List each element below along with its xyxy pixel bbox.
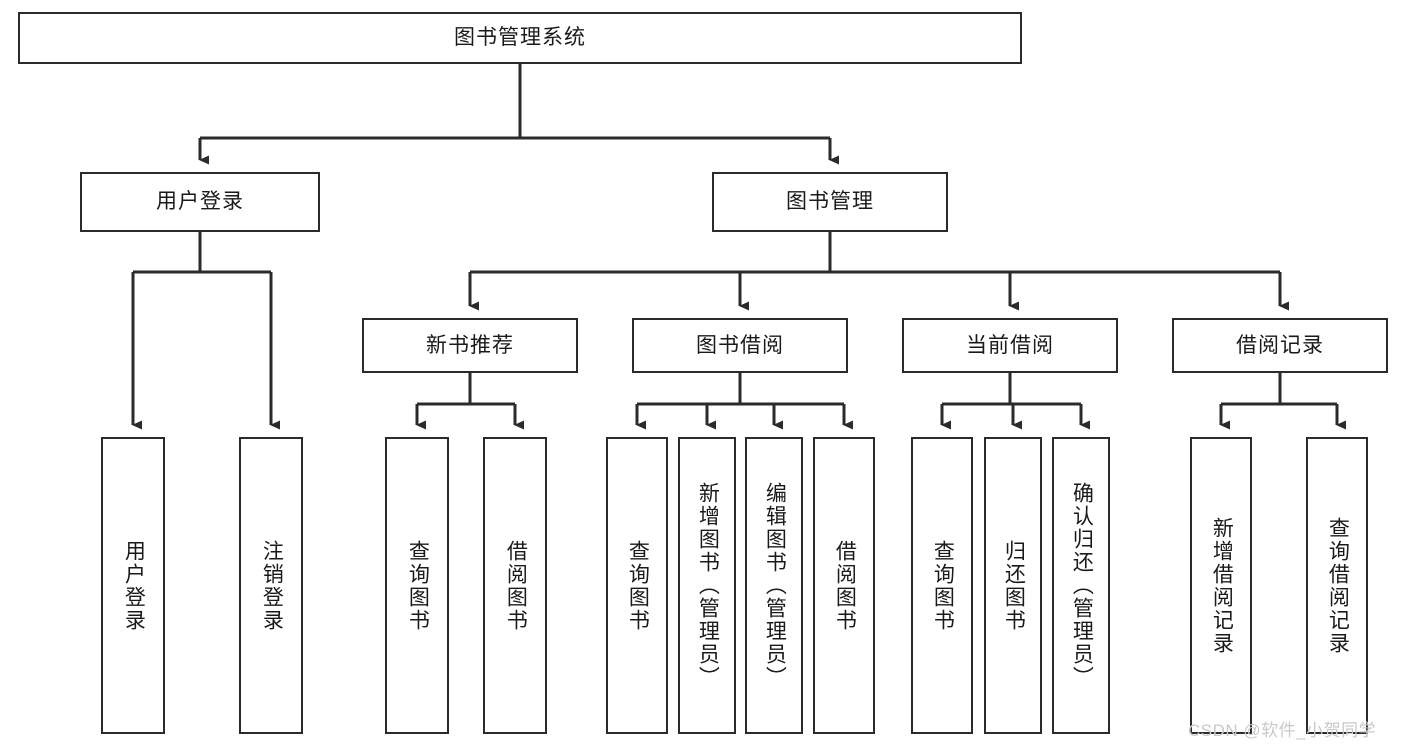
node-leaf-add-record[interactable]: 新增借阅记录 xyxy=(1190,437,1252,734)
node-leaf-query-book-3-label: 查询图书 xyxy=(931,539,955,632)
node-leaf-query-book-2[interactable]: 查询图书 xyxy=(606,437,668,734)
node-leaf-add-record-label: 新增借阅记录 xyxy=(1210,516,1234,655)
node-leaf-return-book[interactable]: 归还图书 xyxy=(984,437,1042,734)
csdn-watermark: CSDN @软件_小贺同学 xyxy=(1188,721,1377,740)
node-leaf-edit-book[interactable]: 编辑图书（管理员） xyxy=(745,437,803,734)
node-leaf-add-book-label: 新增图书（管理员） xyxy=(696,482,720,689)
node-borrow-records-label: 借阅记录 xyxy=(1236,333,1324,357)
node-root-label: 图书管理系统 xyxy=(454,26,586,50)
node-leaf-query-record[interactable]: 查询借阅记录 xyxy=(1306,437,1368,734)
node-book-borrow[interactable]: 图书借阅 xyxy=(632,318,848,373)
node-current-borrow[interactable]: 当前借阅 xyxy=(902,318,1118,373)
node-leaf-confirm-return[interactable]: 确认归还（管理员） xyxy=(1052,437,1110,734)
node-leaf-edit-book-label: 编辑图书（管理员） xyxy=(763,482,787,689)
node-leaf-borrow-book-1-label: 借阅图书 xyxy=(504,539,528,632)
node-user-login[interactable]: 用户登录 xyxy=(80,172,320,232)
node-current-borrow-label: 当前借阅 xyxy=(966,333,1054,357)
node-leaf-query-book-1-label: 查询图书 xyxy=(406,539,430,632)
node-leaf-query-book-1[interactable]: 查询图书 xyxy=(385,437,449,734)
node-leaf-add-book[interactable]: 新增图书（管理员） xyxy=(678,437,736,734)
node-new-book-recommend[interactable]: 新书推荐 xyxy=(362,318,578,373)
node-leaf-return-book-label: 归还图书 xyxy=(1002,539,1026,632)
node-leaf-user-login-label: 用户登录 xyxy=(122,539,146,632)
node-leaf-borrow-book-1[interactable]: 借阅图书 xyxy=(483,437,547,734)
node-book-management-label: 图书管理 xyxy=(786,190,874,214)
node-leaf-query-record-label: 查询借阅记录 xyxy=(1326,516,1350,655)
node-borrow-records[interactable]: 借阅记录 xyxy=(1172,318,1388,373)
node-new-book-recommend-label: 新书推荐 xyxy=(426,333,514,357)
node-user-login-label: 用户登录 xyxy=(156,190,244,214)
node-leaf-confirm-return-label: 确认归还（管理员） xyxy=(1070,482,1094,689)
node-leaf-borrow-book-2[interactable]: 借阅图书 xyxy=(813,437,875,734)
node-book-borrow-label: 图书借阅 xyxy=(696,333,784,357)
node-leaf-query-book-2-label: 查询图书 xyxy=(626,539,650,632)
node-root[interactable]: 图书管理系统 xyxy=(18,12,1022,64)
node-leaf-logout[interactable]: 注销登录 xyxy=(239,437,303,734)
node-book-management[interactable]: 图书管理 xyxy=(712,172,948,232)
node-leaf-logout-label: 注销登录 xyxy=(260,539,284,632)
node-leaf-query-book-3[interactable]: 查询图书 xyxy=(911,437,973,734)
node-leaf-borrow-book-2-label: 借阅图书 xyxy=(833,539,857,632)
node-leaf-user-login[interactable]: 用户登录 xyxy=(101,437,165,734)
